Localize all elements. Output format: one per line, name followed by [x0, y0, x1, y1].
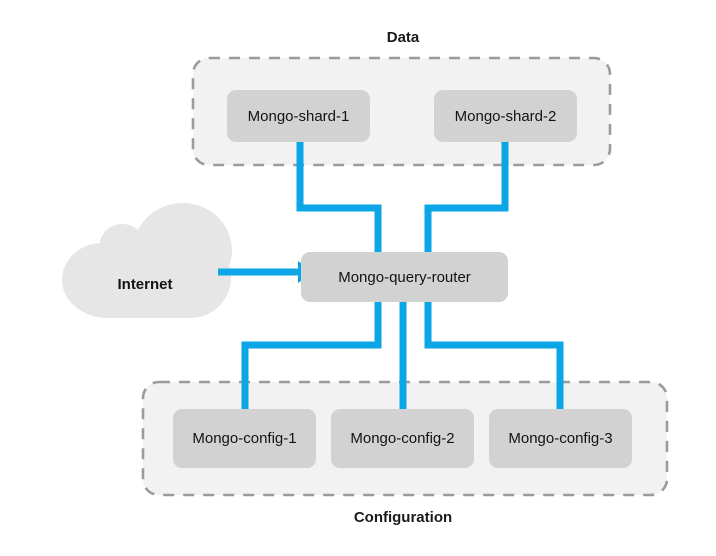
connector-layer [241, 139, 564, 412]
mongo-config-2-label: Mongo-config-2 [350, 430, 454, 447]
mongo-shard-2-box [434, 90, 577, 142]
cloud-shape [62, 203, 232, 318]
node-mongo-query-router[interactable]: Mongo-query-router [301, 252, 508, 302]
mongo-config-2-box [331, 409, 474, 468]
mongo-shard-1-label: Mongo-shard-1 [248, 108, 350, 125]
mongo-config-3-label: Mongo-config-3 [508, 430, 612, 447]
connector-router-to-config1 [241, 301, 382, 412]
connector-router-to-config3 [424, 301, 564, 412]
node-mongo-config-2[interactable]: Mongo-config-2 [331, 409, 474, 468]
connector-internet-to-router [218, 261, 314, 283]
node-mongo-config-1[interactable]: Mongo-config-1 [173, 409, 316, 468]
node-mongo-config-3[interactable]: Mongo-config-3 [489, 409, 632, 468]
connector-shard2-to-router [424, 139, 509, 256]
internet-cloud-label: Internet [117, 276, 172, 293]
mongo-query-router-box [301, 252, 508, 302]
node-mongo-shard-2[interactable]: Mongo-shard-2 [434, 90, 577, 142]
mongo-config-1-label: Mongo-config-1 [192, 430, 296, 447]
mongo-config-1-box [173, 409, 316, 468]
mongo-shard-2-label: Mongo-shard-2 [455, 108, 557, 125]
configuration-group-label: Configuration [354, 509, 452, 526]
connector-shard1-to-router [296, 139, 382, 256]
mongo-config-3-box [489, 409, 632, 468]
mongo-query-router-label: Mongo-query-router [338, 269, 471, 286]
node-mongo-shard-1[interactable]: Mongo-shard-1 [227, 90, 370, 142]
data-group-label: Data [387, 29, 420, 46]
internet-cloud[interactable]: Internet [62, 203, 232, 318]
mongo-shard-1-box [227, 90, 370, 142]
